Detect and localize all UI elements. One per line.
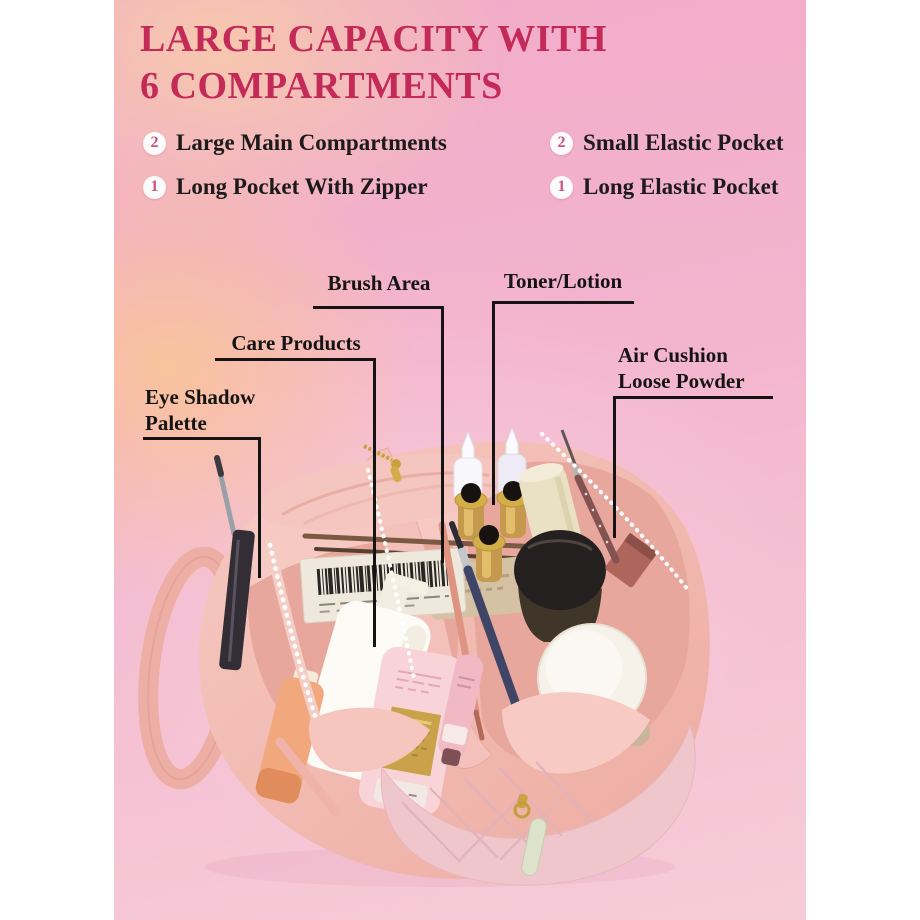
feature-count-badge: 2 xyxy=(143,131,166,155)
feature-item-long-zipper-pocket: 1 Long Pocket With Zipper xyxy=(143,174,428,200)
callout-brush-area-leader-line xyxy=(441,306,444,563)
roller-bottles xyxy=(454,481,530,582)
makeup-bag-photo xyxy=(138,426,710,887)
callout-air-cushion-line-1: Air Cushion xyxy=(618,343,728,367)
callout-air-cushion-line-2: Loose Powder xyxy=(618,369,745,393)
lipstick-box xyxy=(605,532,658,588)
pearl-trim xyxy=(265,432,690,730)
callout-toner-lotion-label: Toner/Lotion xyxy=(503,269,623,293)
poster-background: LARGE CAPACITY WITH 6 COMPARTMENTS 2 Lar… xyxy=(114,0,806,920)
black-jar xyxy=(514,530,606,642)
zipper-top xyxy=(363,444,402,483)
callout-brush-area-label: Brush Area xyxy=(327,271,431,295)
callout-care-products-leader-line xyxy=(373,358,376,647)
callout-eye-shadow-palette-leader-line xyxy=(258,437,261,578)
feature-count-badge: 1 xyxy=(550,175,573,199)
callout-air-cushion-leader-line xyxy=(613,396,616,538)
lining-fold-left xyxy=(308,707,430,773)
feature-item-small-elastic-pocket: 2 Small Elastic Pocket xyxy=(550,130,784,156)
feature-item-long-elastic-pocket: 1 Long Elastic Pocket xyxy=(550,174,779,200)
callout-care-products-label: Care Products xyxy=(231,331,361,355)
page-title-line-2: 6 COMPARTMENTS xyxy=(140,65,503,107)
pink-pencil xyxy=(275,737,341,817)
feature-count-badge: 2 xyxy=(550,131,573,155)
eye-shadow-palette-item xyxy=(214,455,255,671)
callout-toner-lotion-leader-line xyxy=(492,301,495,505)
feature-label: Long Elastic Pocket xyxy=(583,174,779,199)
feature-label: Small Elastic Pocket xyxy=(583,130,784,155)
feature-label: Long Pocket With Zipper xyxy=(176,174,428,199)
callout-care-products-underline xyxy=(215,358,376,361)
callout-brush-area-underline xyxy=(313,306,444,309)
feature-label: Large Main Compartments xyxy=(176,130,447,155)
callout-eye-shadow-palette-label: Eye Shadow Palette xyxy=(145,384,255,436)
lining-fold-right xyxy=(502,692,650,774)
callout-eye-shadow-palette-line-2: Palette xyxy=(145,411,207,435)
callout-toner-lotion-underline xyxy=(492,301,634,304)
feature-count-badge: 1 xyxy=(143,175,166,199)
zipper-pull-tassel xyxy=(513,793,547,877)
cream-bottle xyxy=(518,463,581,552)
orange-tube xyxy=(255,668,324,804)
lip-gloss-tube xyxy=(438,654,484,767)
callout-air-cushion-underline xyxy=(613,396,773,399)
page-title: LARGE CAPACITY WITH 6 COMPARTMENTS xyxy=(140,16,607,110)
callout-air-cushion-label: Air Cushion Loose Powder xyxy=(618,342,745,394)
callout-eye-shadow-palette-underline xyxy=(143,437,261,440)
page-title-line-1: LARGE CAPACITY WITH xyxy=(140,18,607,60)
feature-item-main-compartments: 2 Large Main Compartments xyxy=(143,130,447,156)
callout-eye-shadow-palette-line-1: Eye Shadow xyxy=(145,385,256,409)
